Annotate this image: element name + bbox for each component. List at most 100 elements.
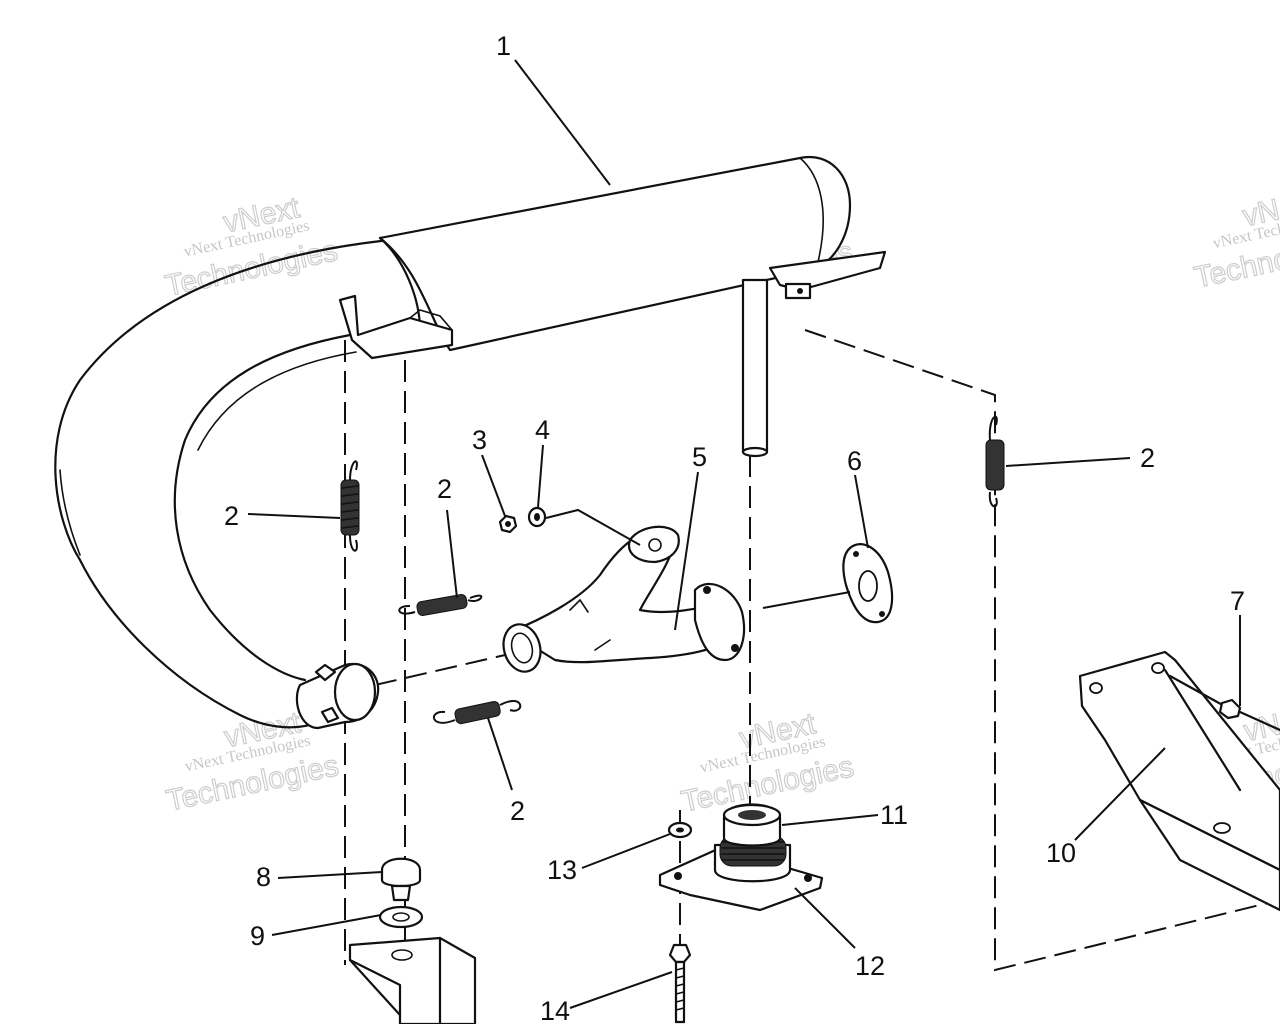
grommet-stem — [390, 884, 412, 902]
leader-lines — [247, 59, 1241, 1009]
washer-9 — [378, 905, 424, 929]
muffler-inlet-opening — [333, 662, 377, 722]
spring-coil — [416, 594, 468, 616]
callout-7: 7 — [1230, 586, 1245, 616]
isolator-plate-hole — [804, 874, 812, 882]
leader-8 — [277, 871, 384, 879]
leader-2-right — [1005, 457, 1131, 467]
gasket-hole — [858, 570, 878, 602]
axis-manifold-to-muffler — [374, 654, 506, 686]
spring-middle — [398, 594, 483, 616]
washer-hole — [534, 513, 540, 521]
bolt-14-head — [668, 943, 692, 964]
callout-2-left: 2 — [224, 501, 239, 531]
spring-hook-bottom — [988, 491, 998, 508]
bolt-7-head — [1218, 698, 1242, 720]
muffler-body — [378, 155, 852, 352]
washer-4 — [527, 506, 547, 528]
manifold-outlet-inner — [510, 632, 534, 664]
gasket-bolt-hole — [879, 611, 885, 617]
leader-5 — [674, 471, 699, 631]
bracket-plate — [1078, 650, 1280, 872]
bracket-hole — [1213, 822, 1231, 834]
collar-hook-bottom — [320, 706, 340, 724]
callout-5: 5 — [692, 442, 707, 472]
leader-2-low — [487, 717, 513, 791]
muffler — [54, 155, 887, 730]
gasket-bolt-hole — [853, 551, 859, 557]
watermark-text: vNext — [1240, 185, 1280, 233]
callout-4: 4 — [535, 415, 550, 445]
washer-9-hole — [392, 912, 410, 922]
spring-hook-top — [988, 415, 998, 441]
spring-coil — [985, 439, 1005, 491]
grommet-8 — [380, 857, 422, 902]
leader-4-bolt — [545, 508, 641, 546]
bolt-7 — [1168, 674, 1280, 732]
washer-13 — [667, 821, 693, 839]
spring-coil — [454, 701, 501, 725]
callout-8: 8 — [256, 862, 271, 892]
leader-9 — [271, 914, 382, 936]
callout-6: 6 — [847, 446, 862, 476]
callout-3: 3 — [472, 425, 487, 455]
nut-3 — [498, 514, 518, 534]
exhaust-manifold — [502, 525, 746, 673]
callout-2-right: 2 — [1140, 443, 1155, 473]
watermark-mid-center: vNext Technologies vNext Technologies — [678, 706, 857, 819]
spring-hook-left — [398, 604, 416, 615]
bracket-bend-line — [1163, 668, 1242, 792]
leader-10 — [1074, 747, 1166, 841]
leader-1 — [514, 59, 611, 186]
isolator-bore — [738, 810, 766, 820]
leader-gasket-to-manifold — [762, 591, 851, 609]
leader-13 — [581, 833, 671, 869]
leader-12 — [794, 887, 856, 949]
bracket-hole — [1089, 682, 1103, 694]
lower-bracket-hole — [391, 949, 413, 961]
head-pipe-inner — [173, 333, 352, 682]
bracket-hole — [1151, 662, 1165, 674]
spring-right-vertical — [985, 415, 1005, 508]
callout-10: 10 — [1046, 838, 1076, 868]
callout-2-mid: 2 — [437, 474, 452, 504]
manifold-detail — [569, 598, 611, 651]
head-pipe-notch — [59, 469, 81, 556]
spring-hook-right — [499, 699, 522, 712]
spring-lower — [432, 699, 522, 725]
callout-13: 13 — [547, 855, 577, 885]
leader-6 — [854, 474, 869, 549]
spring-hook-right — [467, 594, 483, 603]
spring-hook-bottom — [349, 534, 358, 552]
leader-11 — [781, 814, 879, 826]
callout-14: 14 — [540, 996, 570, 1024]
nut-hole — [505, 521, 511, 527]
bolt-7-shank — [1238, 710, 1280, 732]
callout-1: 1 — [496, 31, 511, 61]
manifold-top-hole — [648, 538, 662, 552]
stinger-pipe — [741, 278, 769, 454]
stinger-pipe-end — [741, 446, 769, 458]
lower-bracket-plate — [348, 936, 477, 1024]
callout-11: 11 — [880, 800, 908, 830]
collar-hook-top — [314, 663, 337, 682]
isolator-11 — [713, 803, 792, 883]
watermark-top-right: vNext Technologies vNext Technologies — [1191, 184, 1280, 295]
mount-bracket — [1078, 650, 1280, 912]
callout-2-low: 2 — [510, 796, 525, 826]
manifold-flange-hole — [731, 644, 739, 652]
manifold-body — [508, 528, 742, 664]
isolator-plate-hole — [674, 872, 682, 880]
bolt-7-axis — [1168, 674, 1230, 710]
head-pipe-highlight — [197, 351, 357, 451]
manifold-right-flange — [693, 583, 746, 662]
watermark-text: vNext — [1241, 700, 1280, 748]
leader-2-left — [247, 513, 341, 519]
muffler-end-tab-hole — [797, 288, 803, 294]
muffler-left-bracket-fold — [409, 309, 453, 331]
callout-12: 12 — [855, 951, 885, 981]
spring-hook-top — [349, 460, 358, 481]
callout-labels: 1 2 2 2 2 3 4 5 6 7 8 9 10 11 12 13 14 — [224, 31, 1245, 1024]
spring-coil-lines — [341, 485, 359, 529]
